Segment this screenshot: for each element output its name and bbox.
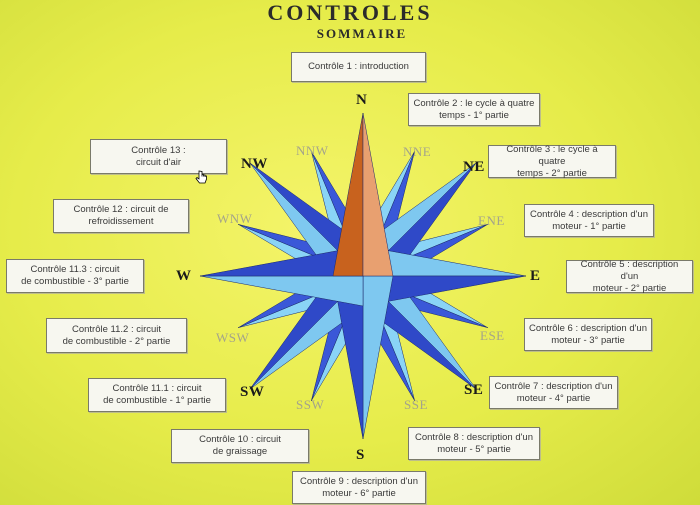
control-3-button[interactable]: Contrôle 3 : le cycle à quatre temps - 2… xyxy=(488,143,616,179)
control-11-2-button[interactable]: Contrôle 11.2 : circuit de combustible -… xyxy=(46,318,187,353)
direction-w: W xyxy=(176,268,192,284)
direction-ssw: SSW xyxy=(296,397,325,412)
control-5-button[interactable]: Contrôle 5 : description d'un moteur - 2… xyxy=(566,258,693,294)
control-11-1-label-line2: de combustible - 1° partie xyxy=(103,395,211,406)
control-12-label-line2: refroidissement xyxy=(88,216,154,227)
hand-pointer-icon xyxy=(195,170,207,184)
control-3-label-line2: temps - 2° partie xyxy=(517,167,587,179)
control-12-button[interactable]: Contrôle 12 : circuit de refroidissement xyxy=(53,199,189,233)
control-10-button[interactable]: Contrôle 10 : circuit de graissage xyxy=(171,429,309,463)
direction-nnw: NNW xyxy=(296,143,329,158)
control-13-label-line2: circuit d'air xyxy=(135,156,182,168)
control-7-label-line1: Contrôle 7 : description d'un xyxy=(494,380,613,392)
control-7-button[interactable]: Contrôle 7 : description d'un moteur - 4… xyxy=(489,376,618,409)
control-1-label: Contrôle 1 : introduction xyxy=(308,61,409,72)
control-13-label-line1: Contrôle 13 : xyxy=(131,144,186,156)
direction-nw: NW xyxy=(241,156,268,172)
direction-sse: SSE xyxy=(404,397,428,412)
control-11-3-label-line2: de combustible - 3° partie xyxy=(21,276,129,287)
direction-nne: NNE xyxy=(403,144,432,159)
control-9-label-line2: moteur - 6° partie xyxy=(322,487,396,499)
direction-e: E xyxy=(530,268,541,284)
control-2-button[interactable]: Contrôle 2 : le cycle à quatre temps - 1… xyxy=(408,93,540,126)
control-11-3-button[interactable]: Contrôle 11.3 : circuit de combustible -… xyxy=(6,259,144,293)
page-subtitle: SOMMAIRE xyxy=(316,26,408,41)
control-11-3-label-line1: Contrôle 11.3 : circuit xyxy=(30,264,120,275)
control-4-label-line2: moteur - 1° partie xyxy=(552,220,626,232)
control-1-button[interactable]: Contrôle 1 : introduction xyxy=(291,52,426,82)
direction-s: S xyxy=(356,447,365,463)
control-2-label-line2: temps - 1° partie xyxy=(439,109,509,121)
control-10-label-line2: de graissage xyxy=(212,446,268,457)
control-8-button[interactable]: Contrôle 8 : description d'un moteur - 5… xyxy=(408,427,540,460)
control-11-2-label-line2: de combustible - 2° partie xyxy=(62,335,171,347)
control-4-button[interactable]: Contrôle 4 : description d'un moteur - 1… xyxy=(524,204,654,237)
control-9-label-line1: Contrôle 9 : description d'un xyxy=(300,475,418,487)
direction-wnw: WNW xyxy=(217,211,253,226)
control-9-button[interactable]: Contrôle 9 : description d'un moteur - 6… xyxy=(292,471,426,504)
control-10-label-line1: Contrôle 10 : circuit xyxy=(199,434,281,445)
control-2-label-line1: Contrôle 2 : le cycle à quatre xyxy=(413,97,535,109)
control-6-button[interactable]: Contrôle 6 : description d'un moteur - 3… xyxy=(524,318,652,351)
control-8-label-line1: Contrôle 8 : description d'un xyxy=(415,431,533,443)
direction-sw: SW xyxy=(240,384,265,400)
control-3-label-line1: Contrôle 3 : le cycle à quatre xyxy=(506,143,598,167)
control-11-1-label-line1: Contrôle 11.1 : circuit xyxy=(112,383,202,394)
control-4-label-line1: Contrôle 4 : description d'un xyxy=(530,208,648,220)
control-12-label-line1: Contrôle 12 : circuit de xyxy=(73,204,169,215)
control-6-label-line1: Contrôle 6 : description d'un xyxy=(529,322,647,334)
control-6-label-line2: moteur - 3° partie xyxy=(551,334,625,346)
control-5-label-line2: moteur - 2° partie xyxy=(592,282,667,294)
direction-ese: ESE xyxy=(480,328,505,343)
control-13-button[interactable]: Contrôle 13 : circuit d'air xyxy=(90,139,227,174)
control-11-2-label-line1: Contrôle 11.2 : circuit xyxy=(71,323,162,335)
control-5-label-line1: Contrôle 5 : description d'un xyxy=(580,258,679,282)
rose-north-right xyxy=(362,112,394,277)
control-11-1-button[interactable]: Contrôle 11.1 : circuit de combustible -… xyxy=(88,378,226,412)
direction-ene: ENE xyxy=(478,213,505,228)
direction-se: SE xyxy=(464,382,484,398)
control-8-label-line2: moteur - 5° partie xyxy=(437,443,511,455)
control-7-label-line2: moteur - 4° partie xyxy=(516,392,591,404)
direction-ne: NE xyxy=(463,159,485,175)
direction-n: N xyxy=(356,92,368,108)
direction-wsw: WSW xyxy=(216,330,250,345)
page-title: CONTROLES xyxy=(267,0,433,25)
